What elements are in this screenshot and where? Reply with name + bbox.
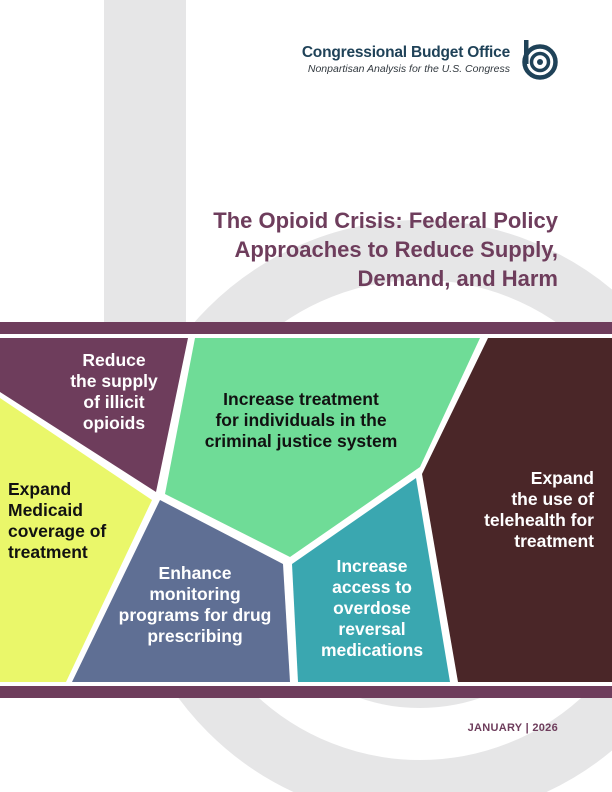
cell-reduce-supply-shape — [0, 338, 188, 492]
cell-monitoring-shape — [72, 500, 290, 682]
policy-mosaic — [0, 322, 612, 698]
org-tagline: Nonpartisan Analysis for the U.S. Congre… — [307, 63, 510, 75]
policy-telehealth: Expand the use of telehealth for treatme… — [484, 468, 594, 551]
policy-reduce-supply: Reduce the supply of illicit opioids — [70, 350, 158, 433]
policy-treatment-criminal-justice: Increase treatment for individuals in th… — [204, 389, 398, 451]
policy-enhance-monitoring: Enhance monitoring programs for drug pre… — [118, 563, 272, 646]
cell-medicaid-shape — [0, 398, 152, 682]
cell-telehealth-shape — [422, 338, 612, 682]
bottom-stripe — [0, 686, 612, 698]
policy-expand-medicaid: Expand Medicaid coverage of treatment — [8, 479, 107, 562]
cell-treatment-justice-shape — [165, 338, 480, 557]
title-line: Approaches to Reduce Supply, — [234, 237, 558, 262]
title-line: Demand, and Harm — [357, 266, 559, 291]
cell-overdose-shape — [292, 478, 450, 682]
publication-date: JANUARY | 2026 — [467, 722, 558, 734]
policy-overdose-reversal: Increase access to overdose reversal med… — [320, 556, 424, 660]
org-name: Congressional Budget Office — [301, 44, 510, 61]
report-title: The Opioid Crisis: Federal Policy Approa… — [98, 206, 558, 293]
cbo-logo[interactable]: Congressional Budget Office Nonpartisan … — [302, 40, 558, 80]
title-line: The Opioid Crisis: Federal Policy — [213, 208, 558, 233]
top-stripe — [0, 322, 612, 334]
cbo-logo-icon — [522, 40, 558, 80]
